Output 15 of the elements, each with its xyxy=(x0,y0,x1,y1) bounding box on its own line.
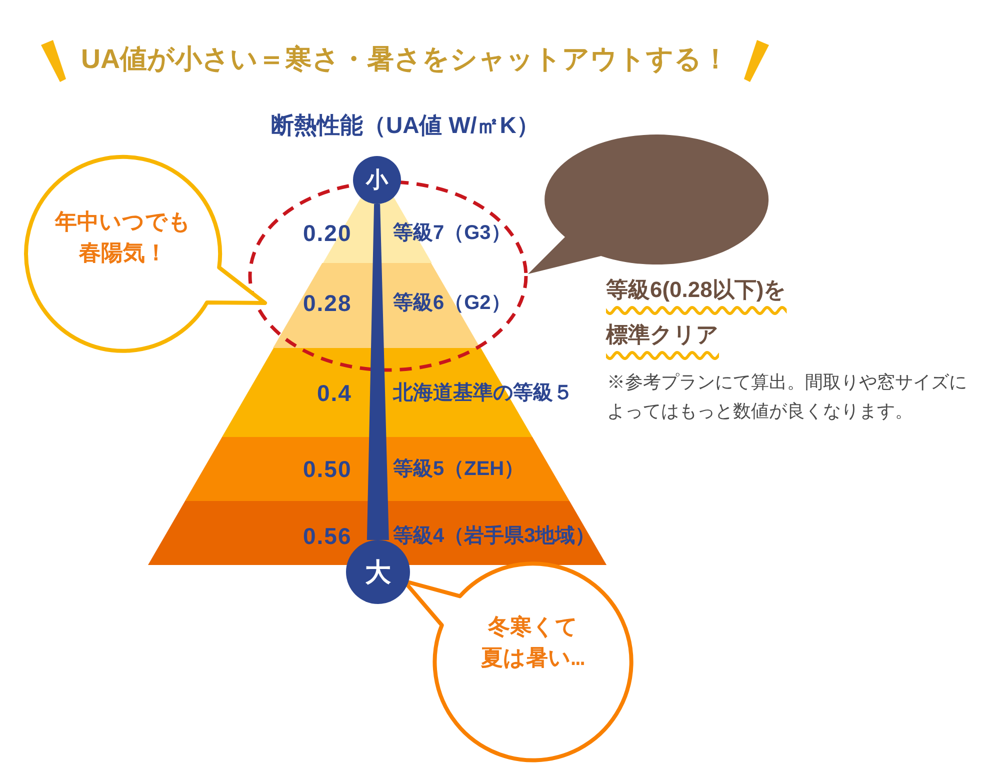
scale-heading: 断熱性能（UA値 W/㎡K） xyxy=(271,110,540,140)
footnote: ※参考プランにて算出。間取りや窓サイズによってはもっと数値が良くなります。 xyxy=(607,371,968,423)
grade-label: 等級7（G3） xyxy=(393,220,511,246)
grade-label: 等級5（ZEH） xyxy=(393,456,524,482)
scale-needle xyxy=(366,204,389,540)
value-text: 0.20 xyxy=(303,218,352,248)
bubble-text: 冬寒くて夏は暑い… xyxy=(480,614,586,674)
value-text: 0.4 xyxy=(317,378,352,408)
grade-label: 等級6（G2） xyxy=(393,290,511,316)
title: UA値が小さい＝寒さ・暑さをシャットアウトする！ xyxy=(81,43,729,76)
scale-end-marker: 小 xyxy=(353,156,401,204)
value-text: 0.28 xyxy=(303,288,352,318)
value-text: 0.50 xyxy=(303,454,352,484)
highlight-text: 等級6(0.28以下)を標準クリア xyxy=(606,276,788,349)
bubble-text: 年中いつでも春陽気！ xyxy=(54,208,192,268)
